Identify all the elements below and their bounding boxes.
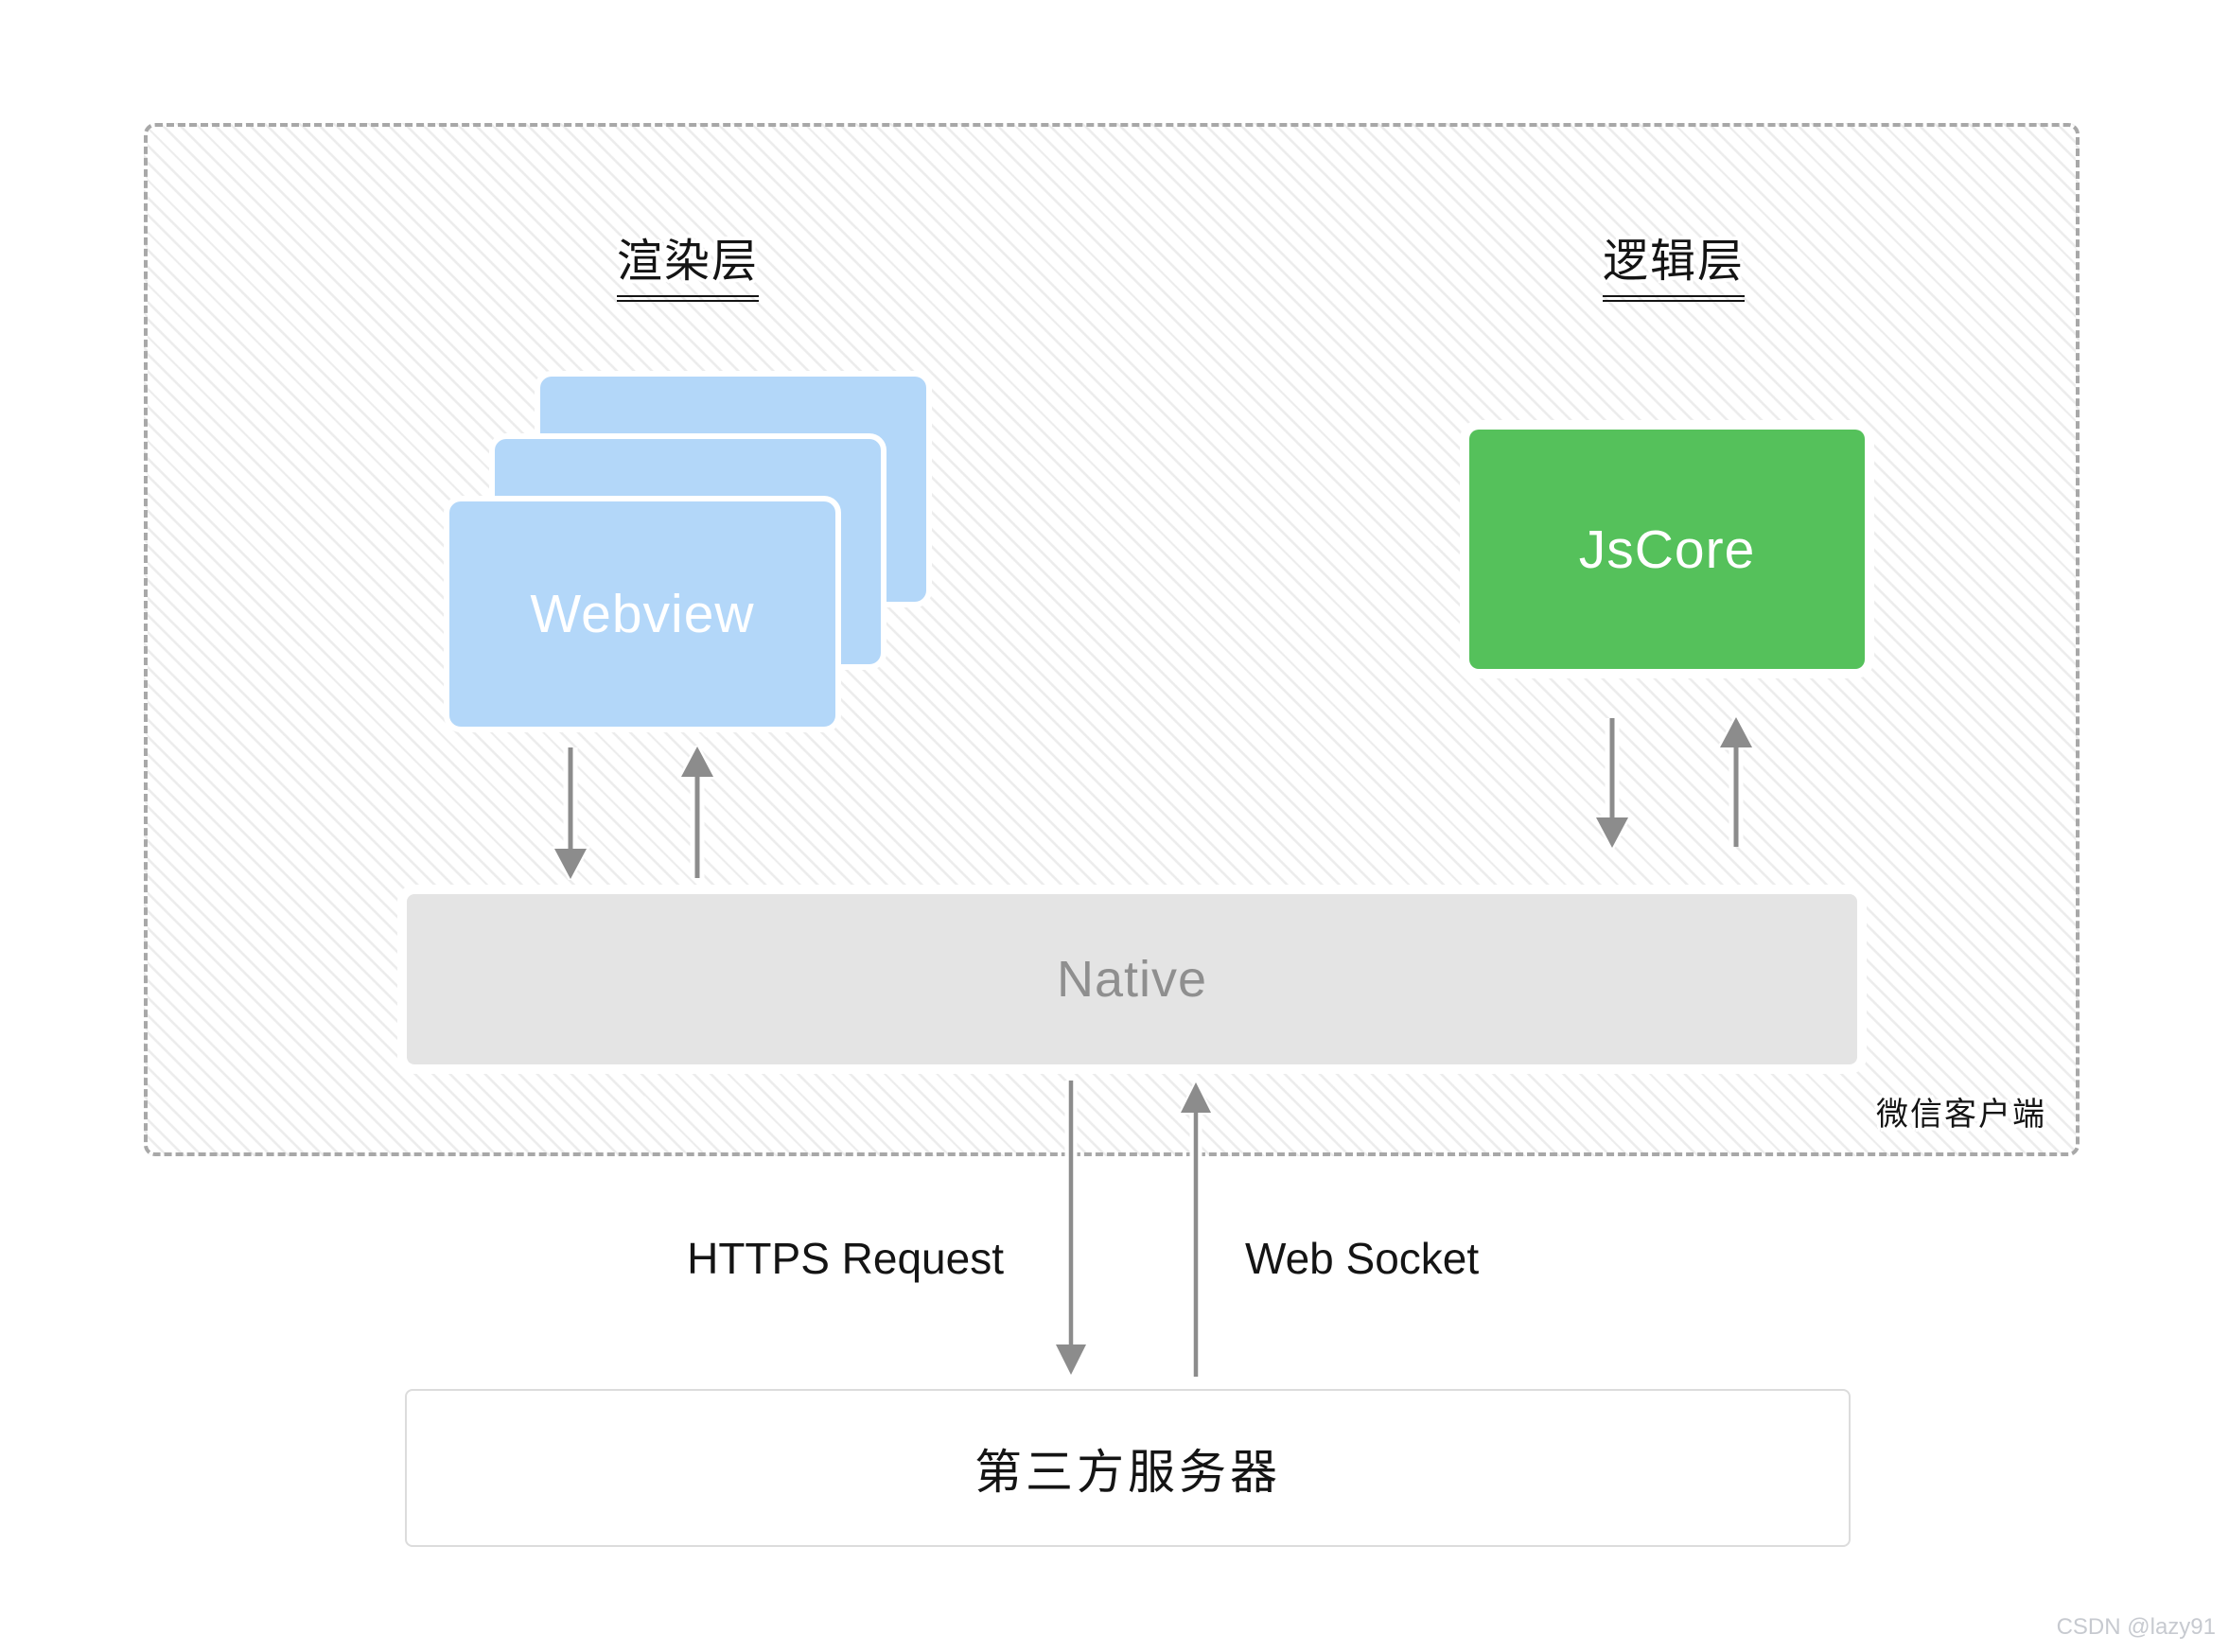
arrow-webview-to-native-down-icon — [550, 747, 591, 880]
webview-label: Webview — [530, 584, 755, 644]
web-socket-label: Web Socket — [1245, 1234, 1480, 1283]
logic-layer-title-text: 逻辑层 — [1602, 223, 1745, 302]
watermark: CSDN @lazy91 — [2056, 1614, 2216, 1640]
render-layer-title-text: 渲染层 — [616, 223, 759, 302]
jscore-label: JsCore — [1578, 518, 1756, 580]
render-layer-title: 渲染层 — [546, 223, 830, 302]
native-label: Native — [1056, 951, 1208, 1008]
logic-layer-title: 逻辑层 — [1532, 223, 1816, 302]
https-request-label: HTTPS Request — [687, 1234, 1004, 1283]
webview-card-front: Webview — [444, 496, 841, 732]
native-bar: Native — [407, 894, 1857, 1064]
arrow-native-to-jscore-up-icon — [1715, 716, 1757, 847]
wechat-client-label: 微信客户端 — [1876, 1097, 2046, 1133]
third-party-server-box: 第三方服务器 — [405, 1389, 1851, 1547]
arrow-native-to-webview-up-icon — [676, 746, 718, 878]
arrow-https-request-down-icon — [1052, 1081, 1090, 1376]
third-party-server-label: 第三方服务器 — [974, 1445, 1281, 1499]
arrow-web-socket-up-icon — [1177, 1081, 1215, 1377]
jscore-box: JsCore — [1469, 430, 1865, 669]
arrow-jscore-to-native-down-icon — [1591, 718, 1633, 849]
